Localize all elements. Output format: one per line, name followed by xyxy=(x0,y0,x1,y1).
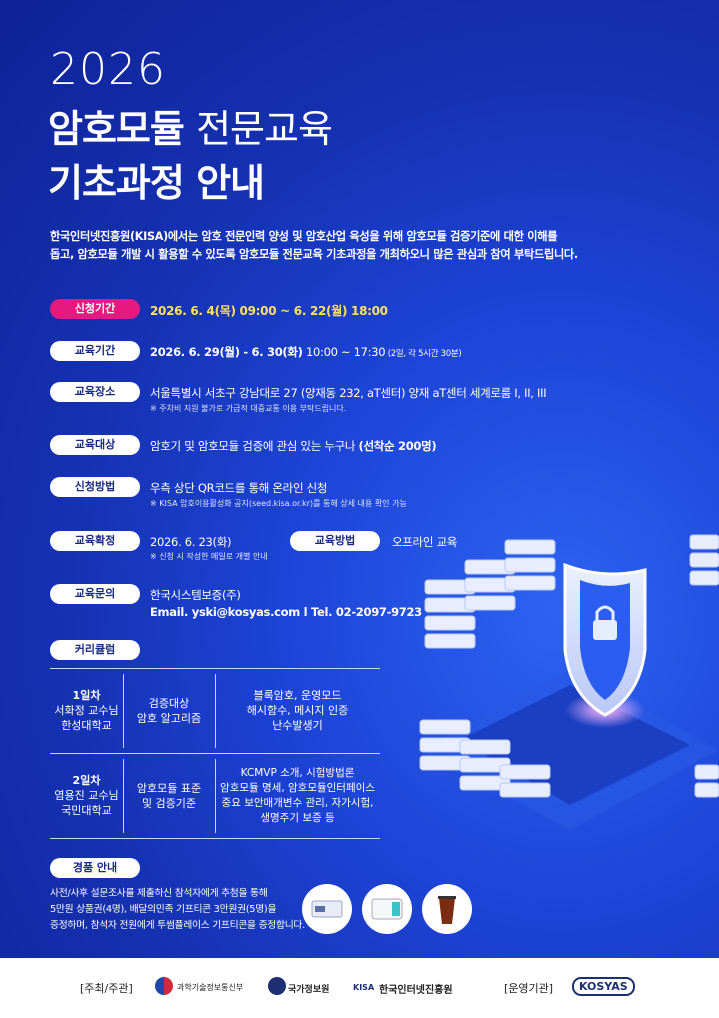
title-line1: 암호모듈 전문교육 xyxy=(48,98,333,153)
day2-detail1: KCMVP 소개, 시험방법론 xyxy=(240,767,355,779)
day1-school: 한성대학교 xyxy=(61,719,112,732)
day1-detail2: 해시함수, 메시지 인증 xyxy=(246,704,349,717)
operator-label: [운영기관] xyxy=(504,982,554,995)
confirm-value: 2026. 6. 23(화) xyxy=(150,535,232,549)
kisa-logo-icon: KISA xyxy=(353,983,375,992)
edu-period-value: 2026. 6. 29(월) - 6. 30(화) 10:00 ~ 17:30 … xyxy=(150,344,462,360)
day1-info: 1일차 서화정 교수님 한성대학교 xyxy=(50,688,123,733)
day2-topic: 암호모듈 표준 및 검증기준 xyxy=(123,781,215,811)
apply-method-label: 신청방법 xyxy=(50,477,140,497)
day1-topic: 검증대상 암호 알고리즘 xyxy=(123,696,215,726)
edu-period-time: 10:00 ~ 17:30 xyxy=(302,345,386,359)
method-label: 교육방법 xyxy=(290,531,380,551)
intro-line2: 돕고, 암호모듈 개발 시 활용할 수 있도록 암호모듈 전문교육 기초과정을 … xyxy=(50,248,578,261)
day2-label: 2일차 xyxy=(72,774,101,787)
prize-label: 경품 안내 xyxy=(50,858,140,878)
edu-place-value: 서울특별시 서초구 강남대로 27 (양재동 232, aT센터) 양재 aT센… xyxy=(150,386,547,400)
apply-method-value: 우측 상단 QR코드를 통해 온라인 신청 xyxy=(150,481,328,495)
day2-lecturer: 염용진 교수님 xyxy=(54,789,119,802)
table-divider xyxy=(215,674,216,748)
day1-lecturer: 서화정 교수님 xyxy=(54,704,119,717)
table-divider xyxy=(215,759,216,833)
host-label: [주최/주관] xyxy=(80,982,133,995)
prize-text: 사전/사후 설문조사를 제출하신 참석자에게 추첨을 통해 5만원 상품권(4명… xyxy=(50,886,310,934)
confirm-label: 교육확정 xyxy=(50,531,140,551)
contact-value: 한국시스템보증(주) xyxy=(150,588,241,602)
day1-detail1: 블록암호, 운영모드 xyxy=(253,689,342,702)
title-line2: 기초과정 안내 xyxy=(48,161,265,205)
apply-method-note: ※ KISA 암호이용활성화 공지(seed.kisa.or.kr)를 통해 상… xyxy=(150,499,407,508)
org-msit: 과학기술정보통신부 xyxy=(177,983,244,992)
intro-text: 한국인터넷진흥원(KISA)에서는 암호 전문인력 양성 및 암호산업 육성을 … xyxy=(50,228,650,264)
day1-detail: 블록암호, 운영모드 해시함수, 메시지 인증 난수발생기 xyxy=(215,688,380,733)
org-nis: 국가정보원 xyxy=(288,985,330,995)
day2-topic2: 및 검증기준 xyxy=(141,797,197,810)
day1-topic1: 검증대상 xyxy=(148,697,190,710)
apply-period-value: 2026. 6. 4(목) 09:00 ~ 6. 22(월) 18:00 xyxy=(150,304,388,318)
apply-period-label: 신청기간 xyxy=(50,299,140,319)
day1-detail3: 난수발생기 xyxy=(272,719,323,732)
edu-target-text: 암호기 및 암호모듈 검증에 관심 있는 누구나 xyxy=(150,439,359,453)
title-thin: 전문교육 xyxy=(196,107,333,151)
edu-period-label: 교육기간 xyxy=(50,341,140,361)
table-divider xyxy=(50,838,380,839)
table-divider xyxy=(123,674,124,748)
prize-line1: 사전/사후 설문조사를 제출하신 참석자에게 추첨을 통해 xyxy=(50,888,268,899)
day2-info: 2일차 염용진 교수님 국민대학교 xyxy=(50,773,123,818)
curriculum-table: 1일차 서화정 교수님 한성대학교 검증대상 암호 알고리즘 블록암호, 운영모… xyxy=(50,668,380,839)
kosyas-logo: KOSYAS xyxy=(572,977,635,996)
org-kisa: 한국인터넷진흥원 xyxy=(379,985,453,996)
title-bold: 암호모듈 xyxy=(48,107,185,151)
day2-school: 국민대학교 xyxy=(61,804,112,817)
day2-detail2: 암호모듈 명세, 암호모듈인터페이스 xyxy=(220,782,375,794)
table-divider xyxy=(123,759,124,833)
edu-target-value: 암호기 및 암호모듈 검증에 관심 있는 누구나 (선착순 200명) xyxy=(150,438,437,454)
edu-target-label: 교육대상 xyxy=(50,435,140,455)
curriculum-label: 커리큘럼 xyxy=(50,640,140,660)
edu-period-duration: (2일, 각 5시간 30분) xyxy=(385,349,462,359)
footer: [주최/주관] 과학기술정보통신부 국가정보원 KISA 한국인터넷진흥원 [운… xyxy=(0,958,719,1018)
edu-target-count: (선착순 200명) xyxy=(358,439,437,453)
msit-logo-icon xyxy=(155,977,173,995)
nis-logo-icon xyxy=(268,977,286,995)
intro-line1: 한국인터넷진흥원(KISA)에서는 암호 전문인력 양성 및 암호산업 육성을 … xyxy=(50,230,558,243)
coffee-icon xyxy=(422,884,472,934)
day2-topic1: 암호모듈 표준 xyxy=(136,782,202,795)
gift-card-icon xyxy=(302,884,352,934)
table-divider xyxy=(50,753,380,754)
edu-place-label: 교육장소 xyxy=(50,382,140,402)
year: 2026 xyxy=(50,44,166,95)
edu-place-note: ※ 주차비 지원 불가로 가급적 대중교통 이용 부탁드립니다. xyxy=(150,404,347,413)
day2-detail4: 생명주기 보증 등 xyxy=(260,812,335,824)
confirm-note: ※ 신청 시 작성한 메일로 개별 안내 xyxy=(150,552,268,561)
method-value: 오프라인 교육 xyxy=(392,535,458,549)
voucher-icon xyxy=(362,884,412,934)
day2-detail3: 중요 보안매개변수 관리, 자가시험, xyxy=(221,797,374,809)
contact-email: Email. yski@kosyas.com l Tel. 02-2097-97… xyxy=(150,605,422,619)
shield-icon xyxy=(563,562,647,717)
table-divider xyxy=(50,668,380,669)
day2-detail: KCMVP 소개, 시험방법론 암호모듈 명세, 암호모듈인터페이스 중요 보안… xyxy=(215,766,380,826)
server-stack-icon xyxy=(419,534,719,798)
prize-line3: 증정하며, 참석자 전원에게 투썸플레이스 기프티콘을 증정합니다. xyxy=(50,920,305,931)
edu-period-date: 2026. 6. 29(월) - 6. 30(화) xyxy=(150,345,303,359)
day1-topic2: 암호 알고리즘 xyxy=(136,712,202,725)
contact-label: 교육문의 xyxy=(50,584,140,604)
prize-line2: 5만원 상품권(4명), 배달의민족 기프티콘 3만원권(5명)을 xyxy=(50,904,277,915)
security-illustration xyxy=(419,534,719,830)
day1-label: 1일차 xyxy=(72,689,101,702)
